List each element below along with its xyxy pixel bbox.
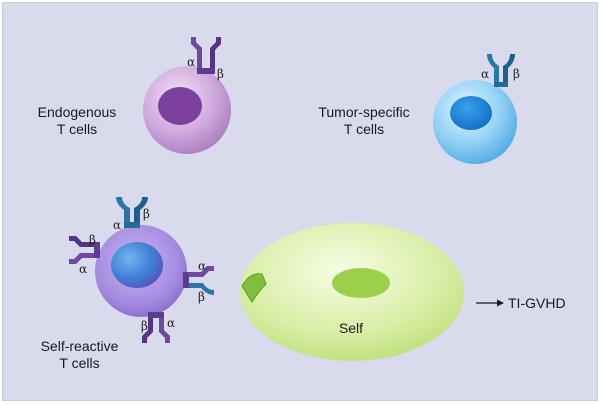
self-reactive-t-cell (95, 225, 187, 317)
tumor-tcr (487, 54, 515, 87)
tumor-specific-t-cell (433, 80, 517, 164)
self-reactive-tcr-bottom (142, 312, 170, 343)
endogenous-t-cell (143, 66, 231, 154)
tcr-top-alpha: α (113, 218, 121, 232)
endogenous-label: Endogenous T cells (37, 104, 117, 137)
self-reactive-tcr-right (183, 266, 214, 295)
tcr-bottom-beta: β (141, 319, 148, 333)
tcr-top-beta: β (143, 207, 150, 221)
endogenous-alpha: α (187, 55, 195, 69)
ti-gvhd-label: TI-GVHD (508, 295, 566, 311)
tumor-alpha: α (481, 67, 489, 81)
self-cell (240, 223, 464, 361)
self-reactive-label: Self-reactive T cells (40, 338, 119, 371)
tumor-nucleus (450, 96, 492, 130)
endogenous-tcr (191, 37, 221, 74)
endogenous-beta: β (217, 67, 224, 81)
self-reactive-tcr-top (116, 197, 148, 228)
tcr-left-alpha: α (79, 262, 87, 276)
tcr-bottom-alpha: α (167, 316, 175, 330)
tumor-specific-label: Tumor-specific T cells (318, 104, 410, 137)
outcome-arrow (476, 299, 504, 307)
tcr-right-beta: β (198, 290, 205, 304)
self-reactive-nucleus (111, 242, 163, 288)
self-nucleus (332, 268, 390, 298)
tcr-left-beta: β (89, 233, 96, 247)
self-label: Self (338, 320, 364, 336)
tumor-beta: β (513, 67, 520, 81)
tcr-right-alpha: α (198, 259, 206, 273)
self-reactive-tcr-left (69, 236, 100, 264)
mhc-antigen (241, 273, 267, 303)
endogenous-nucleus (158, 87, 202, 125)
